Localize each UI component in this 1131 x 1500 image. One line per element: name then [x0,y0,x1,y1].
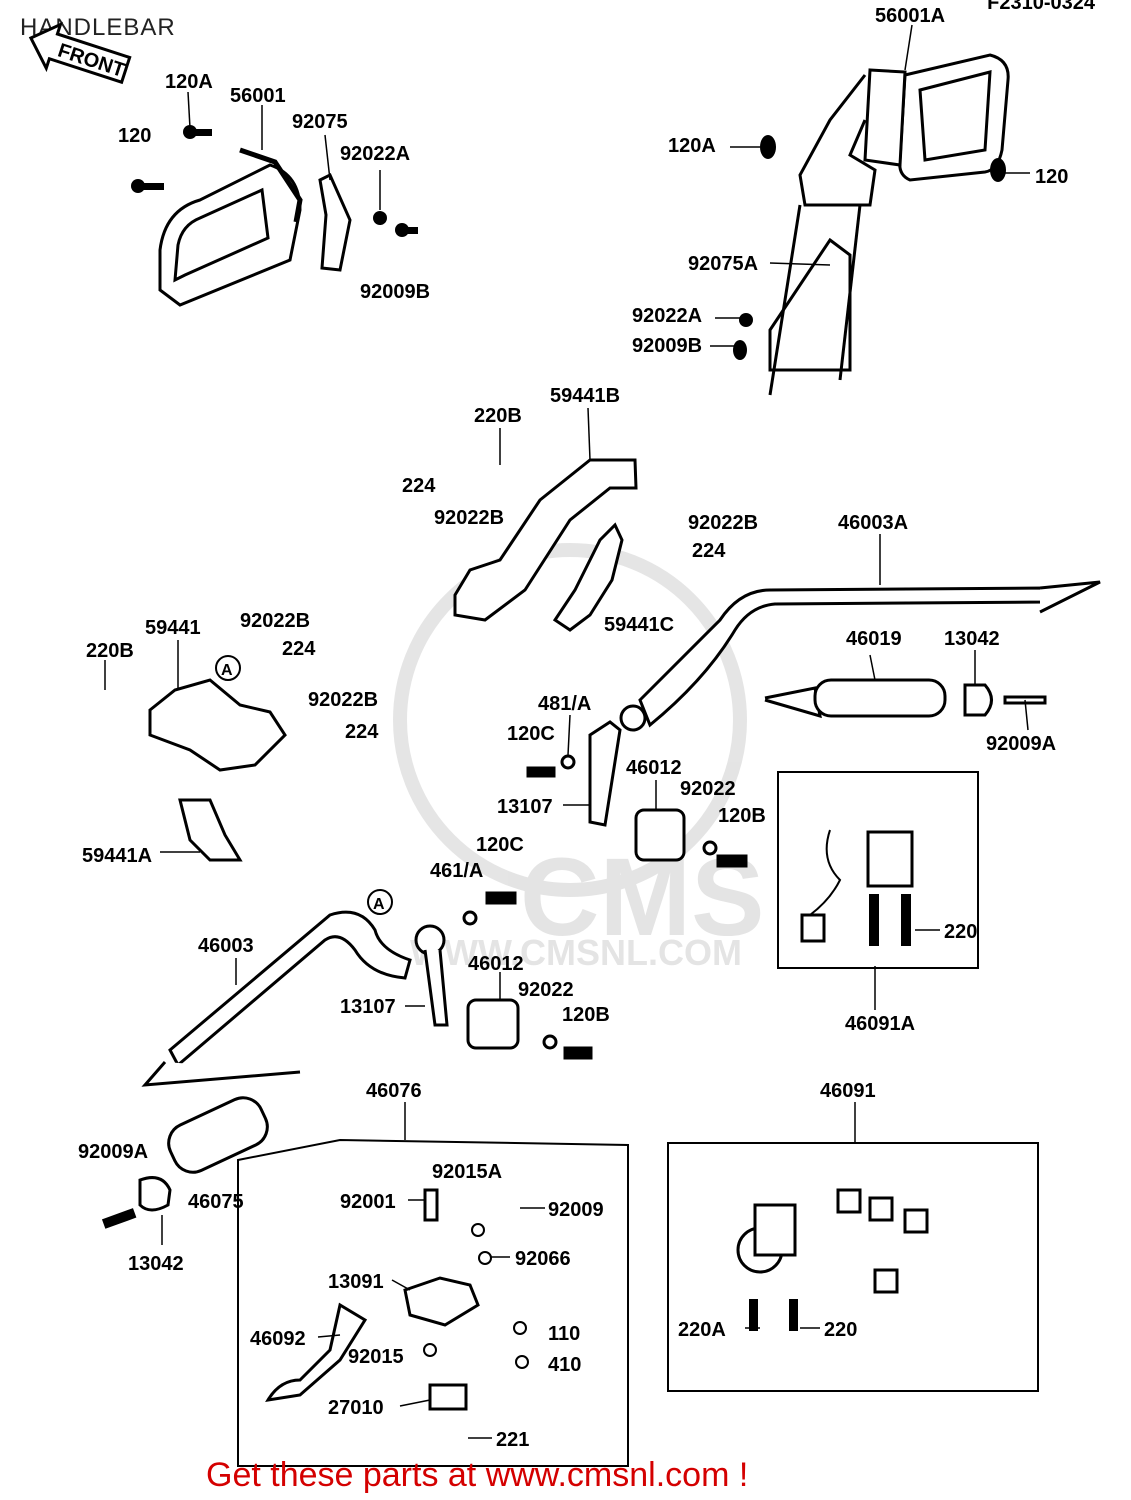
part-label: 481/A [538,693,591,715]
part-label: 46076 [366,1080,422,1102]
part-label: 92015A [432,1161,502,1183]
front-arrow-icon: FRONT [28,21,132,85]
part-label: 13042 [944,628,1000,650]
grip-right-icon [764,678,1047,719]
part-label: 46012 [468,953,524,975]
part-label: 56001A [875,5,945,27]
bolt-icon [733,135,1006,360]
part-label: 461/A [430,860,483,882]
marker-a-label: A [373,896,385,913]
part-label: 120A [668,135,716,157]
part-label: 220B [474,405,522,427]
part-label: 46003A [838,512,908,534]
part-label: 59441 [145,617,201,639]
part-label: 224 [692,540,726,562]
part-label: 120 [1035,166,1068,188]
part-label: 13107 [340,996,396,1018]
watermark-ring [393,543,747,897]
diagram-reference: F2310-0324 [987,0,1095,14]
part-label: 221 [496,1429,529,1451]
part-label: 92022A [632,305,702,327]
part-label: 92022B [434,507,504,529]
part-label: 92022 [518,979,574,1001]
part-label: 13042 [128,1253,184,1275]
part-label: 92009A [78,1141,148,1163]
part-label: 110 [548,1323,580,1345]
part-label: 120B [562,1004,610,1026]
part-label: 120C [476,834,524,856]
part-label: 46003 [198,935,254,957]
bracket-59441-icon [148,678,287,862]
watermark: CMS WWW.CMSNL.COM [393,543,764,973]
part-label: 92022B [688,512,758,534]
part-label: 224 [282,638,316,660]
handlebar-left-icon [141,891,593,1087]
part-label: 220 [824,1319,857,1341]
part-label: 46075 [188,1191,244,1213]
lever-assembly-box [237,1138,629,1467]
part-label: 46091 [820,1080,876,1102]
part-label: 92001 [340,1191,396,1213]
part-label: 410 [548,1354,581,1376]
part-label: 46019 [846,628,902,650]
marker-a-icon: A A [215,655,393,915]
clamp-right-icon [526,720,748,868]
part-label: 92075A [688,253,758,275]
part-label: 220 [944,921,977,943]
part-label: 92009 [548,1199,604,1221]
part-label: 92009A [986,733,1056,755]
part-label: 92022B [240,610,310,632]
part-label: 27010 [328,1397,384,1419]
part-label: 59441B [550,385,620,407]
part-label: 92066 [515,1248,571,1270]
part-label: 120B [718,805,766,827]
switch-housing-right-icon [777,771,979,969]
part-label: 224 [402,475,436,497]
part-label: 46012 [626,757,682,779]
switch-housing-left-box [667,1142,1039,1392]
part-label: 92015 [348,1346,404,1368]
part-label: 46091A [845,1013,915,1035]
bolt-icon [131,125,418,237]
part-label: 120A [165,71,213,93]
left-mirror-icon [158,147,352,307]
part-label: 56001 [230,85,286,107]
part-labels: 56001A 120A 56001 92075 120 92022A 92009… [78,5,1068,1451]
marker-a-label: A [221,662,233,679]
part-label: 224 [345,721,379,743]
part-label: 59441C [604,614,674,636]
watermark-url: WWW.CMSNL.COM [410,932,742,973]
grip-left-icon [101,1096,269,1229]
footer-link[interactable]: Get these parts at www.cmsnl.com ! [206,1456,749,1494]
bracket-59441b-icon [453,458,638,632]
part-label: 120 [118,125,151,147]
part-label: 92075 [292,111,348,133]
right-mirror-icon [768,53,1010,396]
part-label: 59441A [82,845,152,867]
handlebar-right-icon [619,580,1101,732]
part-label: 13107 [497,796,553,818]
part-label: 220A [678,1319,726,1341]
part-label: 13091 [328,1271,384,1293]
part-label: 92022 [680,778,736,800]
part-label: 220B [86,640,134,662]
part-label: 92009B [360,281,430,303]
part-label: 120C [507,723,555,745]
part-label: 92022B [308,689,378,711]
part-label: 92009B [632,335,702,357]
part-label: 46092 [250,1328,306,1350]
part-label: 92022A [340,143,410,165]
leader-lines [104,24,1030,1439]
